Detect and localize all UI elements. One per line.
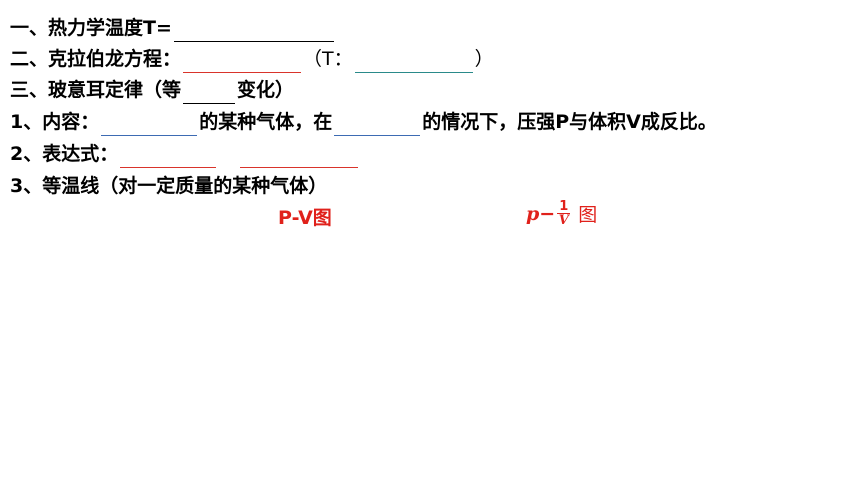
blank-clapeyron-equation[interactable] <box>183 52 302 73</box>
line-text-mid1: 的某种气体，在 <box>199 111 333 133</box>
line-text: 1、内容： <box>10 111 100 133</box>
blank-t-meaning[interactable] <box>354 52 473 73</box>
blank-temperature[interactable] <box>173 21 334 42</box>
p-inverse-v-graph-label: p − 1 V 图 <box>526 200 597 227</box>
line-text: 一、热力学温度T= <box>10 17 172 39</box>
line-text-after: 变化） <box>237 79 295 101</box>
dash: − <box>539 202 556 225</box>
line-boyle-law: 三、玻意耳定律（等 变化） <box>10 76 294 104</box>
line-text: 二、克拉伯龙方程： <box>10 48 182 70</box>
blank-expression-2[interactable] <box>240 147 359 168</box>
fraction-one-over-v: 1 V <box>557 199 571 228</box>
line-expression: 2、表达式： <box>10 140 360 168</box>
p-symbol: p <box>526 202 540 225</box>
line-text-mid2: 的情况下，压强P与体积V成反比。 <box>422 111 717 133</box>
fraction-numerator: 1 <box>557 199 571 214</box>
line-isotherm: 3、等温线（对一定质量的某种气体） <box>10 172 327 200</box>
line-thermodynamic-temperature: 一、热力学温度T= <box>10 14 336 42</box>
blank-content-2[interactable] <box>334 115 421 136</box>
pv-graph-label: P-V图 <box>278 207 332 229</box>
blank-process-type[interactable] <box>183 83 236 104</box>
line-text: 三、玻意耳定律（等 <box>10 79 182 101</box>
blank-expression-1[interactable] <box>120 147 217 168</box>
graph-word: 图 <box>578 204 598 226</box>
line-content: 1、内容： 的某种气体，在 的情况下，压强P与体积V成反比。 <box>10 108 717 136</box>
fraction-denominator: V <box>558 213 569 228</box>
paren-close: ） <box>474 48 494 70</box>
blank-content-1[interactable] <box>101 115 198 136</box>
line-text: 2、表达式： <box>10 143 119 165</box>
line-clapeyron-equation: 二、克拉伯龙方程： （T： ） <box>10 45 494 73</box>
line-text: 3、等温线（对一定质量的某种气体） <box>10 175 328 197</box>
paren-open: （T： <box>303 48 353 70</box>
